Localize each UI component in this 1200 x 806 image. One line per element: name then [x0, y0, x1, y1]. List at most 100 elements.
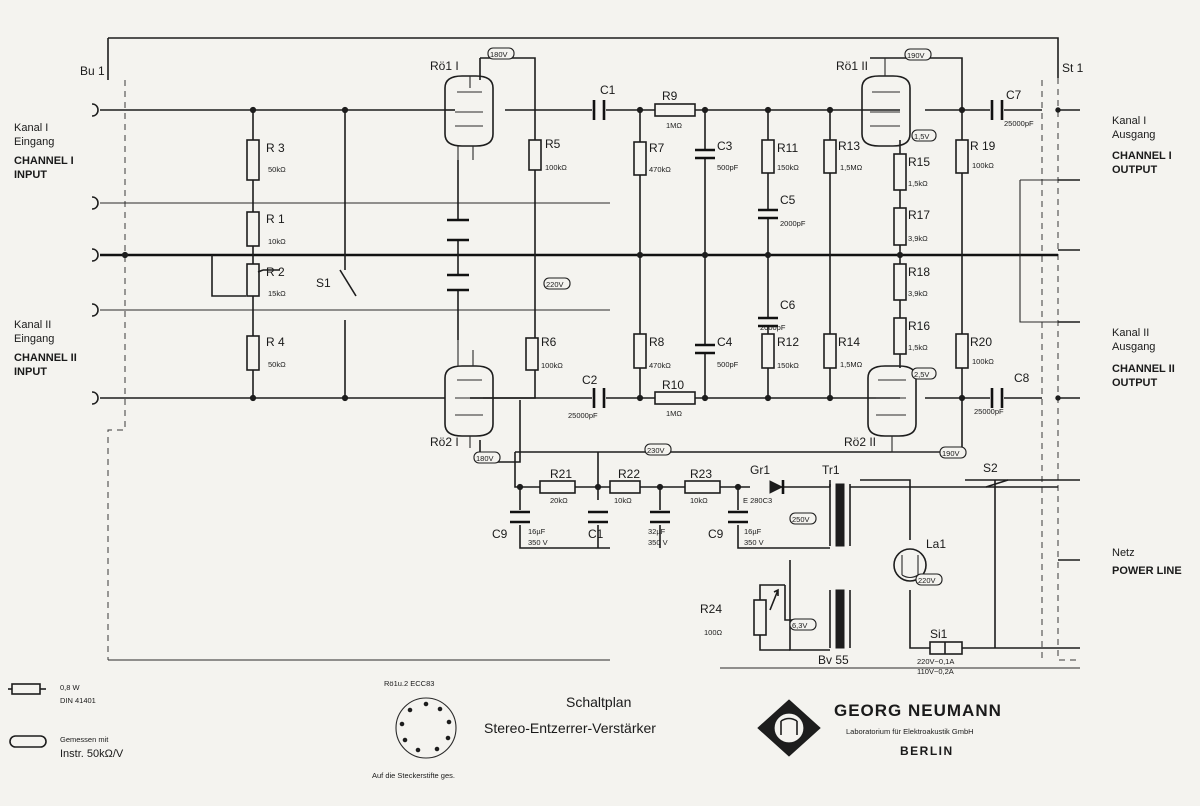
- label-la1: La1: [926, 537, 946, 551]
- value-c7: 25000pF: [1004, 119, 1034, 128]
- label-tr1: Tr1: [822, 463, 840, 477]
- value-r5: 100kΩ: [545, 163, 567, 172]
- title-schaltplan: Schaltplan: [566, 694, 631, 710]
- capacitor-c9b: [728, 510, 748, 524]
- capacitor-c10: [650, 510, 670, 524]
- resistor-r15: [893, 153, 907, 191]
- value-r17: 3,9kΩ: [908, 234, 928, 243]
- ch2-in-1: Kanal II: [14, 319, 51, 331]
- v63: 6,3V: [792, 621, 807, 630]
- value-r18: 3,9kΩ: [908, 289, 928, 298]
- v25b: 2,5V: [914, 370, 929, 379]
- label-r19: R 19: [970, 139, 996, 153]
- value-c4: 500pF: [717, 360, 739, 369]
- label-c8: C8: [1014, 371, 1030, 385]
- capacitor-c9a: [510, 510, 530, 524]
- company-name: GEORG NEUMANN: [834, 701, 1002, 720]
- label-c6: C6: [780, 298, 796, 312]
- label-r14: R14: [838, 335, 860, 349]
- label-r4: R 4: [266, 335, 285, 349]
- tube-ro2-1: [444, 340, 494, 448]
- tube-pinout: Rö1u.2 ECC83 Auf die Steckerstifte ges.: [372, 679, 457, 780]
- label-c1b: C1: [588, 527, 604, 541]
- transformer-core: [835, 483, 845, 547]
- capacitor-c5: [758, 208, 778, 220]
- v230: 230V: [647, 446, 665, 455]
- value-r9: 1MΩ: [666, 121, 682, 130]
- label-st1: St 1: [1062, 61, 1084, 75]
- ch2-in-2: Eingang: [14, 333, 54, 345]
- ch1-in-4: INPUT: [14, 169, 47, 181]
- capacitor-c8: [990, 388, 1004, 408]
- title-device: Stereo-Entzerrer-Verstärker: [484, 720, 656, 736]
- voltage-labels: 180V 190V 220V 180V 230V 190V 250V 6,3V …: [473, 47, 967, 631]
- resistors: [246, 103, 969, 636]
- ch2-out-3: CHANNEL II: [1112, 363, 1175, 375]
- value-r6: 100kΩ: [541, 361, 563, 370]
- value-si1-1: 220V~0,1A: [917, 657, 954, 666]
- resistor-r24: [753, 599, 767, 636]
- resistor-r11: [761, 139, 775, 174]
- value-gr1: E 280C3: [743, 496, 772, 505]
- value-r20: 100kΩ: [972, 357, 994, 366]
- value-r2: 15kΩ: [268, 289, 286, 298]
- value-r3: 50kΩ: [268, 165, 286, 174]
- resistor-r7: [633, 141, 647, 176]
- value-c6: 2000pF: [760, 323, 786, 332]
- diode-gr1: [769, 480, 784, 494]
- label-ro1-2: Rö1 II: [836, 59, 868, 73]
- resistor-r13: [823, 139, 837, 174]
- value-r22: 10kΩ: [614, 496, 632, 505]
- value-r19: 100kΩ: [972, 161, 994, 170]
- component-labels: Bu 1 St 1 R 3 50kΩ R 1 10kΩ R 2 15kΩ R 4…: [80, 59, 1084, 676]
- label-r7: R7: [649, 141, 665, 155]
- value-r11: 150kΩ: [777, 163, 799, 172]
- ch1-out-2: Ausgang: [1112, 129, 1155, 141]
- label-r24: R24: [700, 602, 722, 616]
- label-r21: R21: [550, 467, 572, 481]
- value-r13: 1,5MΩ: [840, 163, 863, 172]
- resistor-r14: [823, 333, 837, 369]
- company-block: GEORG NEUMANN Laboratorium für Elektroak…: [757, 699, 1002, 758]
- label-r1: R 1: [266, 212, 285, 226]
- resistor-r9: [654, 103, 696, 117]
- company-subtitle: Laboratorium für Elektroakustik GmbH: [846, 727, 974, 736]
- v250: 250V: [792, 515, 810, 524]
- label-ro2-2: Rö2 II: [844, 435, 876, 449]
- tube-type-label: Rö1u.2 ECC83: [384, 679, 434, 688]
- resistor-r4: [246, 335, 260, 371]
- value-r8: 470kΩ: [649, 361, 671, 370]
- resistor-r2: [246, 263, 260, 297]
- label-c7: C7: [1006, 88, 1022, 102]
- mains-1: Netz: [1112, 547, 1135, 559]
- label-bu1: Bu 1: [80, 64, 105, 78]
- label-c1: C1: [600, 83, 616, 97]
- label-bv55: Bv 55: [818, 653, 849, 667]
- value-c9b-1: 16µF: [744, 527, 762, 536]
- value-c9a-1: 16µF: [528, 527, 546, 536]
- capacitor-c3: [695, 148, 715, 160]
- label-r8: R8: [649, 335, 665, 349]
- legend-measure-symbol: [9, 735, 47, 748]
- capacitor-c7: [990, 100, 1004, 120]
- v190a: 190V: [907, 51, 925, 60]
- value-r4: 50kΩ: [268, 360, 286, 369]
- label-r17: R17: [908, 208, 930, 222]
- junctions: [121, 106, 1061, 491]
- legend: 0,8 W DIN 41401 Gemessen mit Instr. 50kΩ…: [8, 683, 124, 760]
- ch1-in-1: Kanal I: [14, 122, 48, 134]
- resistor-r8: [633, 333, 647, 369]
- resistor-r10: [654, 391, 696, 405]
- label-c4: C4: [717, 335, 733, 349]
- v180a: 180V: [490, 50, 508, 59]
- label-r23: R23: [690, 467, 712, 481]
- tube-ro2-2: [867, 354, 962, 453]
- legend-measure-2: Instr. 50kΩ/V: [60, 748, 124, 760]
- ch1-in-2: Eingang: [14, 136, 54, 148]
- value-r15: 1,5kΩ: [908, 179, 928, 188]
- label-r15: R15: [908, 155, 930, 169]
- label-s2: S2: [983, 461, 998, 475]
- label-ro2-1: Rö2 I: [430, 435, 459, 449]
- resistor-r17: [893, 207, 907, 246]
